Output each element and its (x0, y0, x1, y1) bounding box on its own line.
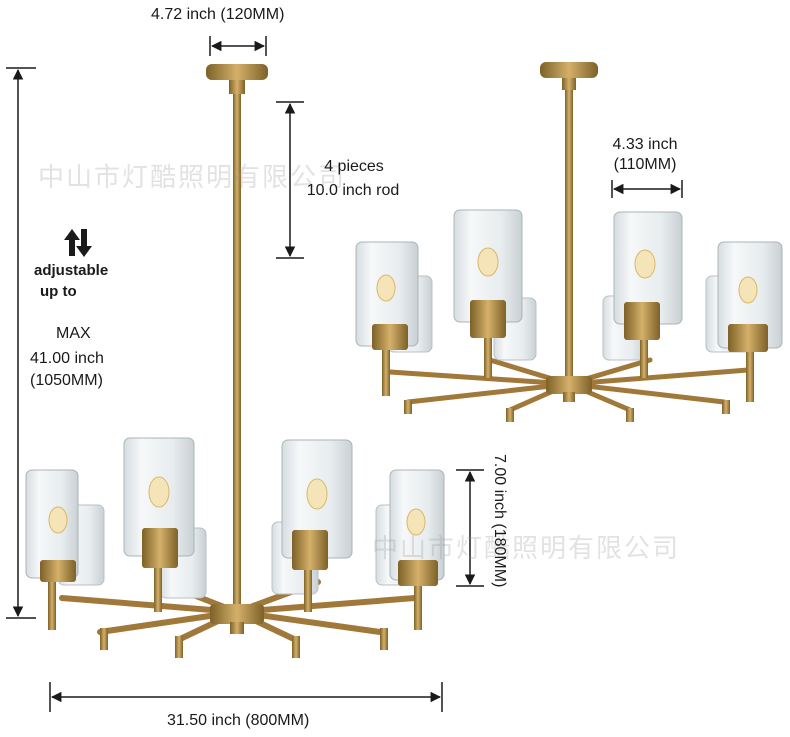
total-width-label: 31.50 inch (800MM) (167, 712, 310, 729)
rods-line2: 10.0 inch rod (306, 182, 400, 199)
large-chandelier (25, 64, 445, 658)
adjustable-line1: adjustable (34, 262, 109, 279)
adjustable-line2: up to (40, 283, 77, 300)
rods-line1: 4 pieces (324, 158, 384, 175)
shade-width-inch: 4.33 inch (612, 136, 678, 153)
watermark-top: 中山市灯酷照明有限公司 (38, 163, 347, 193)
up-down-arrows-icon (64, 229, 92, 257)
dimension-lines (6, 36, 683, 712)
max-label: MAX (56, 325, 91, 342)
shade-width-mm: (110MM) (613, 156, 677, 173)
small-chandelier (355, 62, 783, 422)
canopy-width-label: 4.72 inch (120MM) (151, 6, 285, 23)
shade-height-label: 7.00 inch (180MM) (491, 454, 508, 588)
max-inch: 41.00 inch (30, 350, 104, 367)
canopy (206, 64, 268, 80)
max-mm: (1050MM) (30, 372, 103, 389)
rod (233, 94, 241, 614)
watermark-bottom: 中山市灯酷照明有限公司 (372, 534, 681, 564)
